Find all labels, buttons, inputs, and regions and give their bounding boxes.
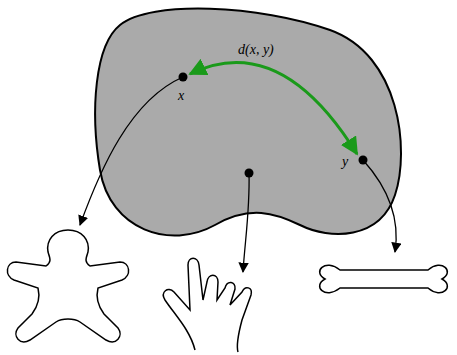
distance-arrow (190, 62, 357, 154)
mapping-arrow (363, 160, 396, 252)
math-label: x (178, 88, 184, 103)
gingerbread-shape (7, 230, 128, 342)
mapping-arrow (80, 77, 183, 225)
point (359, 156, 368, 165)
math-label: y (342, 154, 348, 169)
hand-shape (163, 258, 251, 352)
math-label: d(x, y) (236, 42, 276, 57)
point (245, 169, 254, 178)
bone-shape (320, 265, 448, 292)
mapping-arrow (243, 173, 249, 272)
point (179, 73, 188, 82)
